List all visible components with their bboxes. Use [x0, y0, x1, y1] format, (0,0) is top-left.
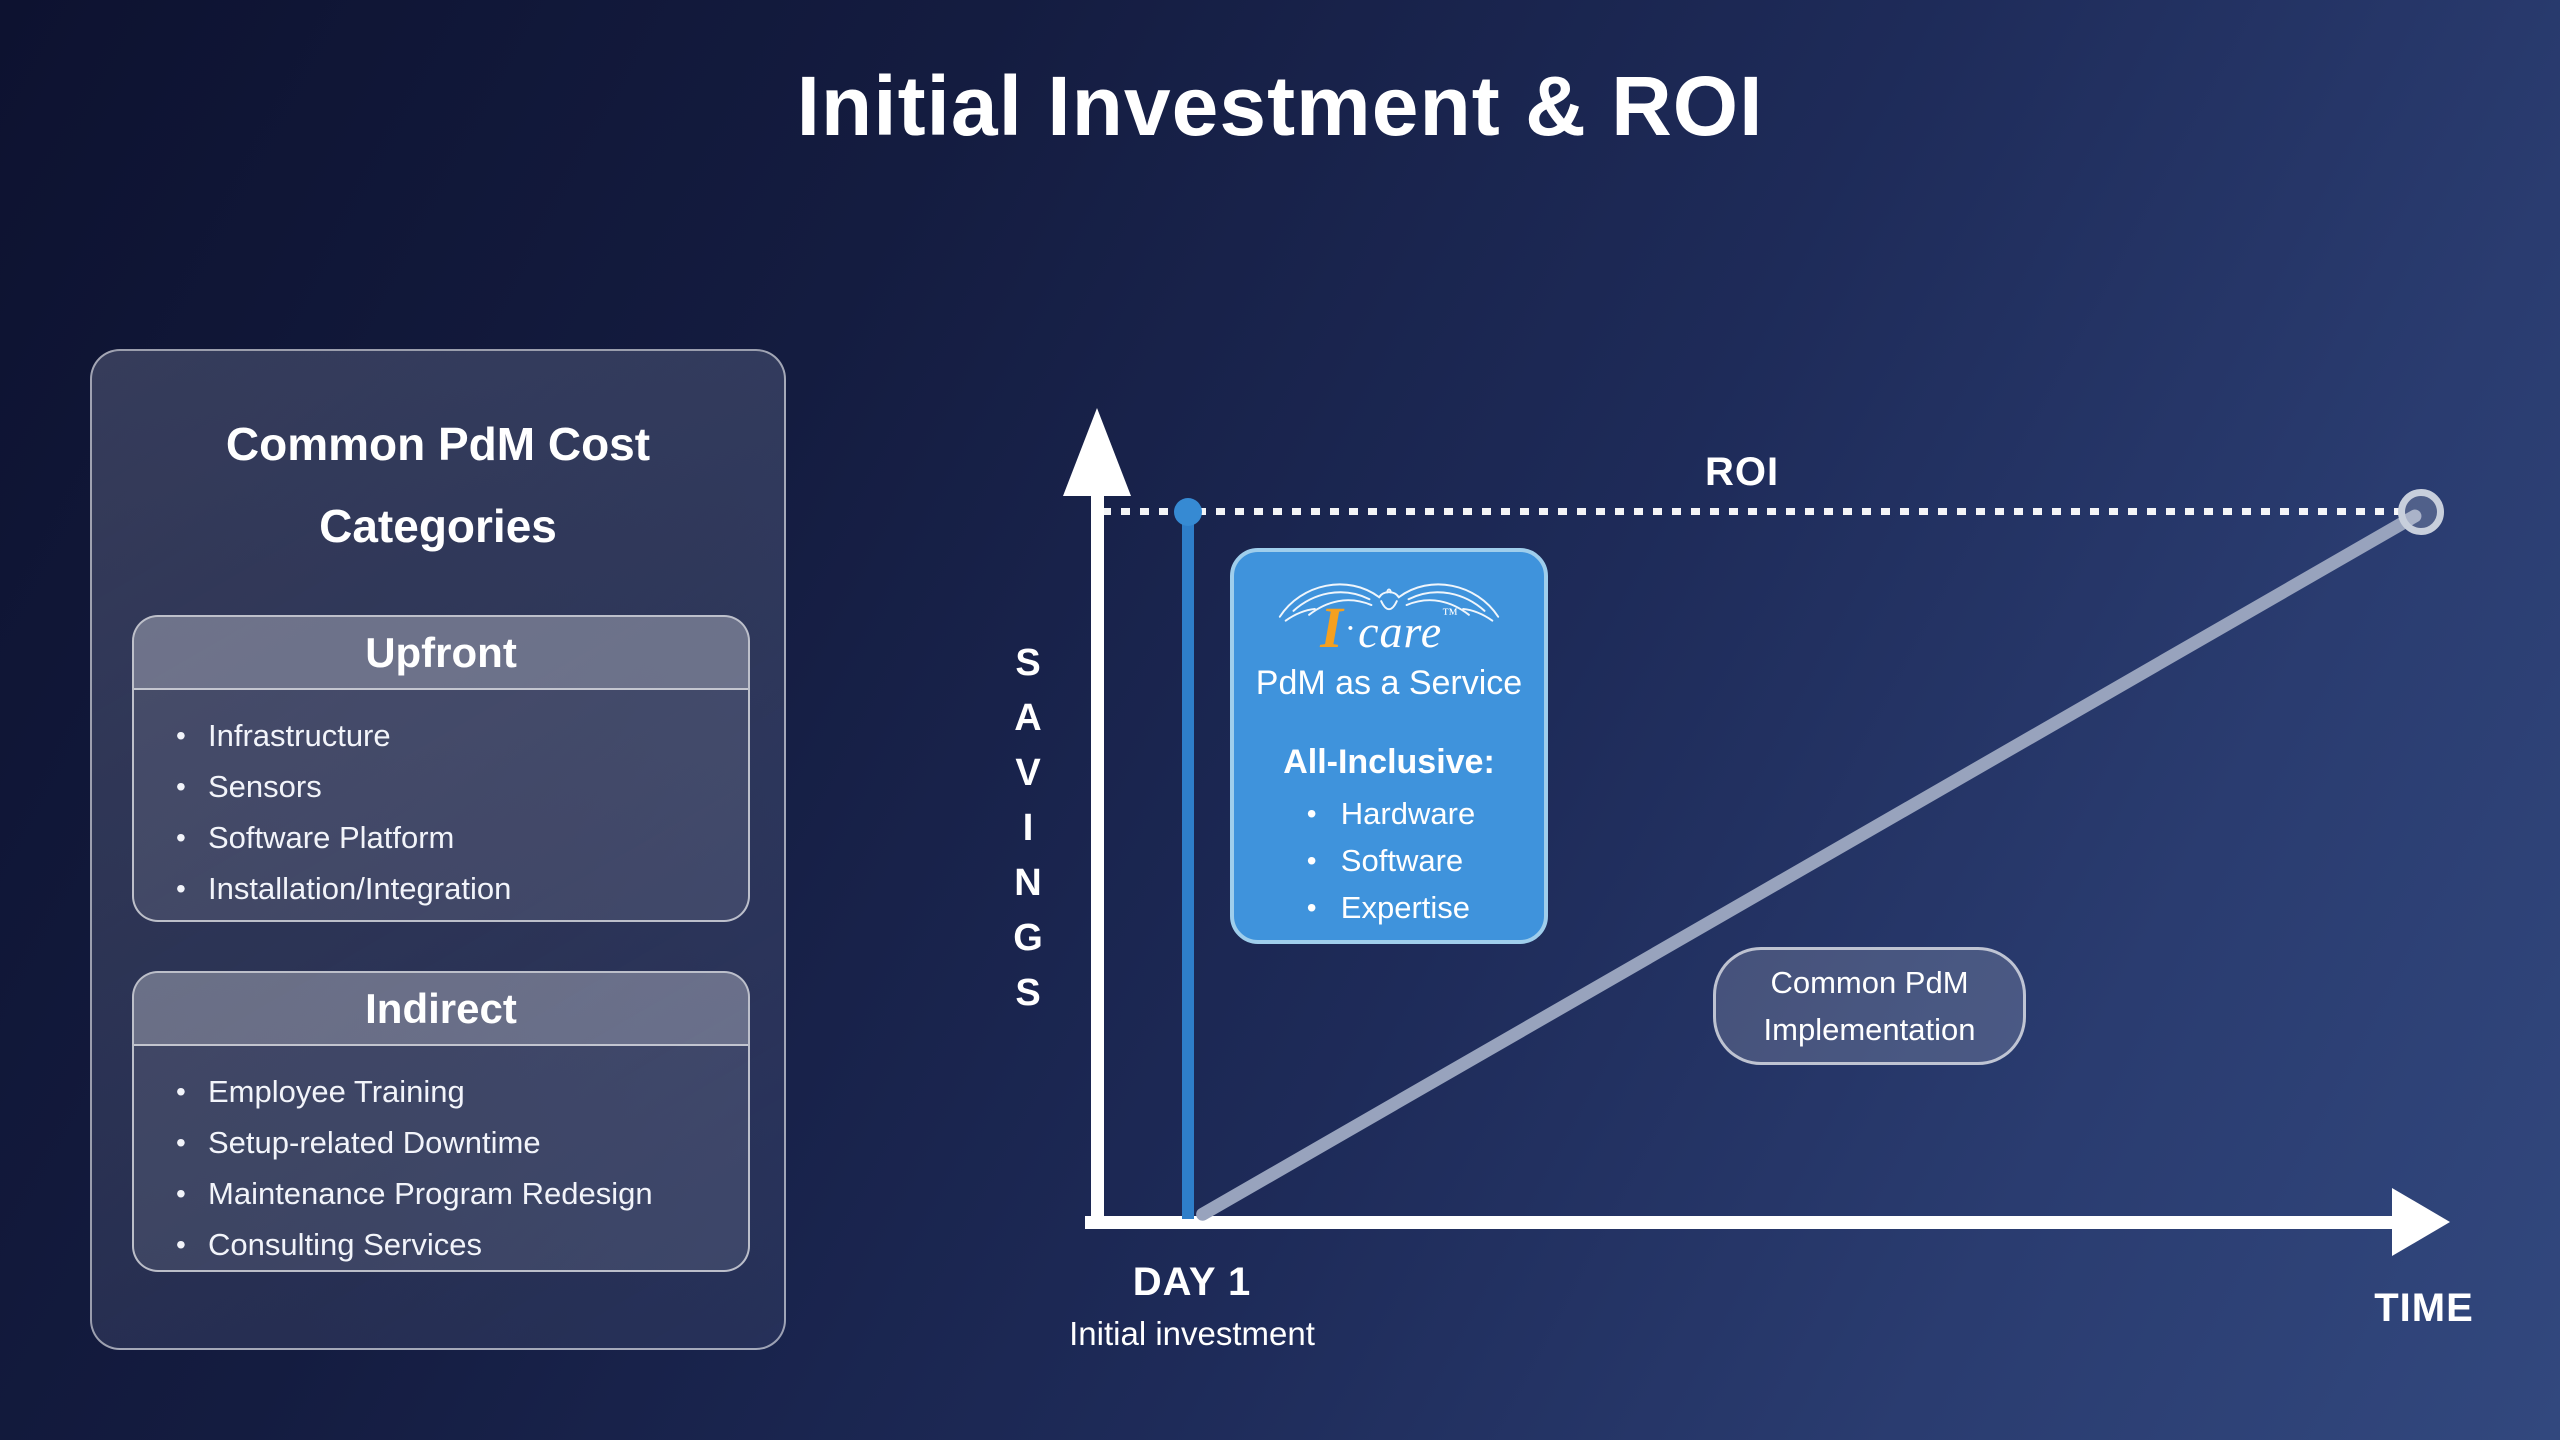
upfront-card: Upfront Infrastructure Sensors Software … [132, 615, 750, 922]
y-axis-label-savings: S A V I N G S [1002, 636, 1054, 1021]
y-axis-line [1091, 492, 1104, 1223]
list-item: Sensors [172, 761, 748, 812]
service-card-title: PdM as a Service [1255, 664, 1523, 702]
axis-letter: A [1014, 697, 1042, 739]
indirect-list: Employee Training Setup-related Downtime… [134, 1066, 748, 1270]
indirect-card: Indirect Employee Training Setup-related… [132, 971, 750, 1272]
list-item: Infrastructure [172, 710, 748, 761]
axis-letter: N [1014, 862, 1042, 904]
list-item: Software Platform [172, 812, 748, 863]
service-card-subtitle: All-Inclusive: [1283, 743, 1495, 781]
logo-letter-i: I [1320, 595, 1343, 660]
day1-label: DAY 1 [1132, 1260, 1252, 1304]
common-pdm-implementation-label: Common PdM Implementation [1713, 947, 2026, 1065]
axis-letter: G [1013, 917, 1043, 959]
list-item: Employee Training [172, 1066, 748, 1117]
axis-letter: I [1022, 807, 1034, 849]
icare-bird-icon [1278, 583, 1500, 622]
list-item: Consulting Services [172, 1219, 748, 1270]
logo-dot: · [1344, 610, 1357, 647]
roi-label: ROI [1704, 450, 1780, 494]
list-item: Software [1303, 837, 1475, 884]
upfront-card-header: Upfront [134, 617, 748, 690]
list-item: Expertise [1303, 884, 1475, 931]
service-inclusions-list: Hardware Software Expertise [1303, 790, 1475, 931]
x-axis-arrow-icon [2392, 1188, 2450, 1256]
day1-block: DAY 1 Initial investment [1032, 1260, 1352, 1353]
initial-investment-label: Initial investment [1069, 1315, 1315, 1352]
indirect-card-header: Indirect [134, 973, 748, 1046]
initial-investment-line [1182, 514, 1194, 1219]
list-item: Installation/Integration [172, 863, 748, 914]
cost-categories-panel: Common PdM Cost Categories Upfront Infra… [90, 349, 786, 1350]
pdm-service-card: I·care™ PdM as a Service All-Inclusive: … [1230, 548, 1548, 944]
axis-letter: S [1015, 972, 1041, 1014]
implementation-roi-point [2398, 489, 2444, 535]
list-item: Setup-related Downtime [172, 1117, 748, 1168]
list-item: Maintenance Program Redesign [172, 1168, 748, 1219]
y-axis-arrow-icon [1063, 408, 1131, 496]
cost-panel-title: Common PdM Cost Categories [225, 418, 651, 552]
logo-trademark: ™ [1442, 606, 1458, 623]
list-item: Hardware [1303, 790, 1475, 837]
upfront-list: Infrastructure Sensors Software Platform… [134, 710, 748, 914]
icare-logo: I·care™ [1234, 566, 1544, 662]
axis-letter: V [1015, 752, 1041, 794]
investment-roi-point [1174, 498, 1202, 526]
x-axis-label-time: TIME [2374, 1286, 2474, 1330]
icare-logo-text: I·care™ [1234, 594, 1544, 661]
roi-target-dotted-line [1102, 508, 2404, 515]
page-title: Initial Investment & ROI [796, 59, 1764, 153]
axis-letter: S [1015, 642, 1041, 684]
x-axis-line [1085, 1216, 2397, 1229]
logo-care: care [1358, 606, 1443, 657]
